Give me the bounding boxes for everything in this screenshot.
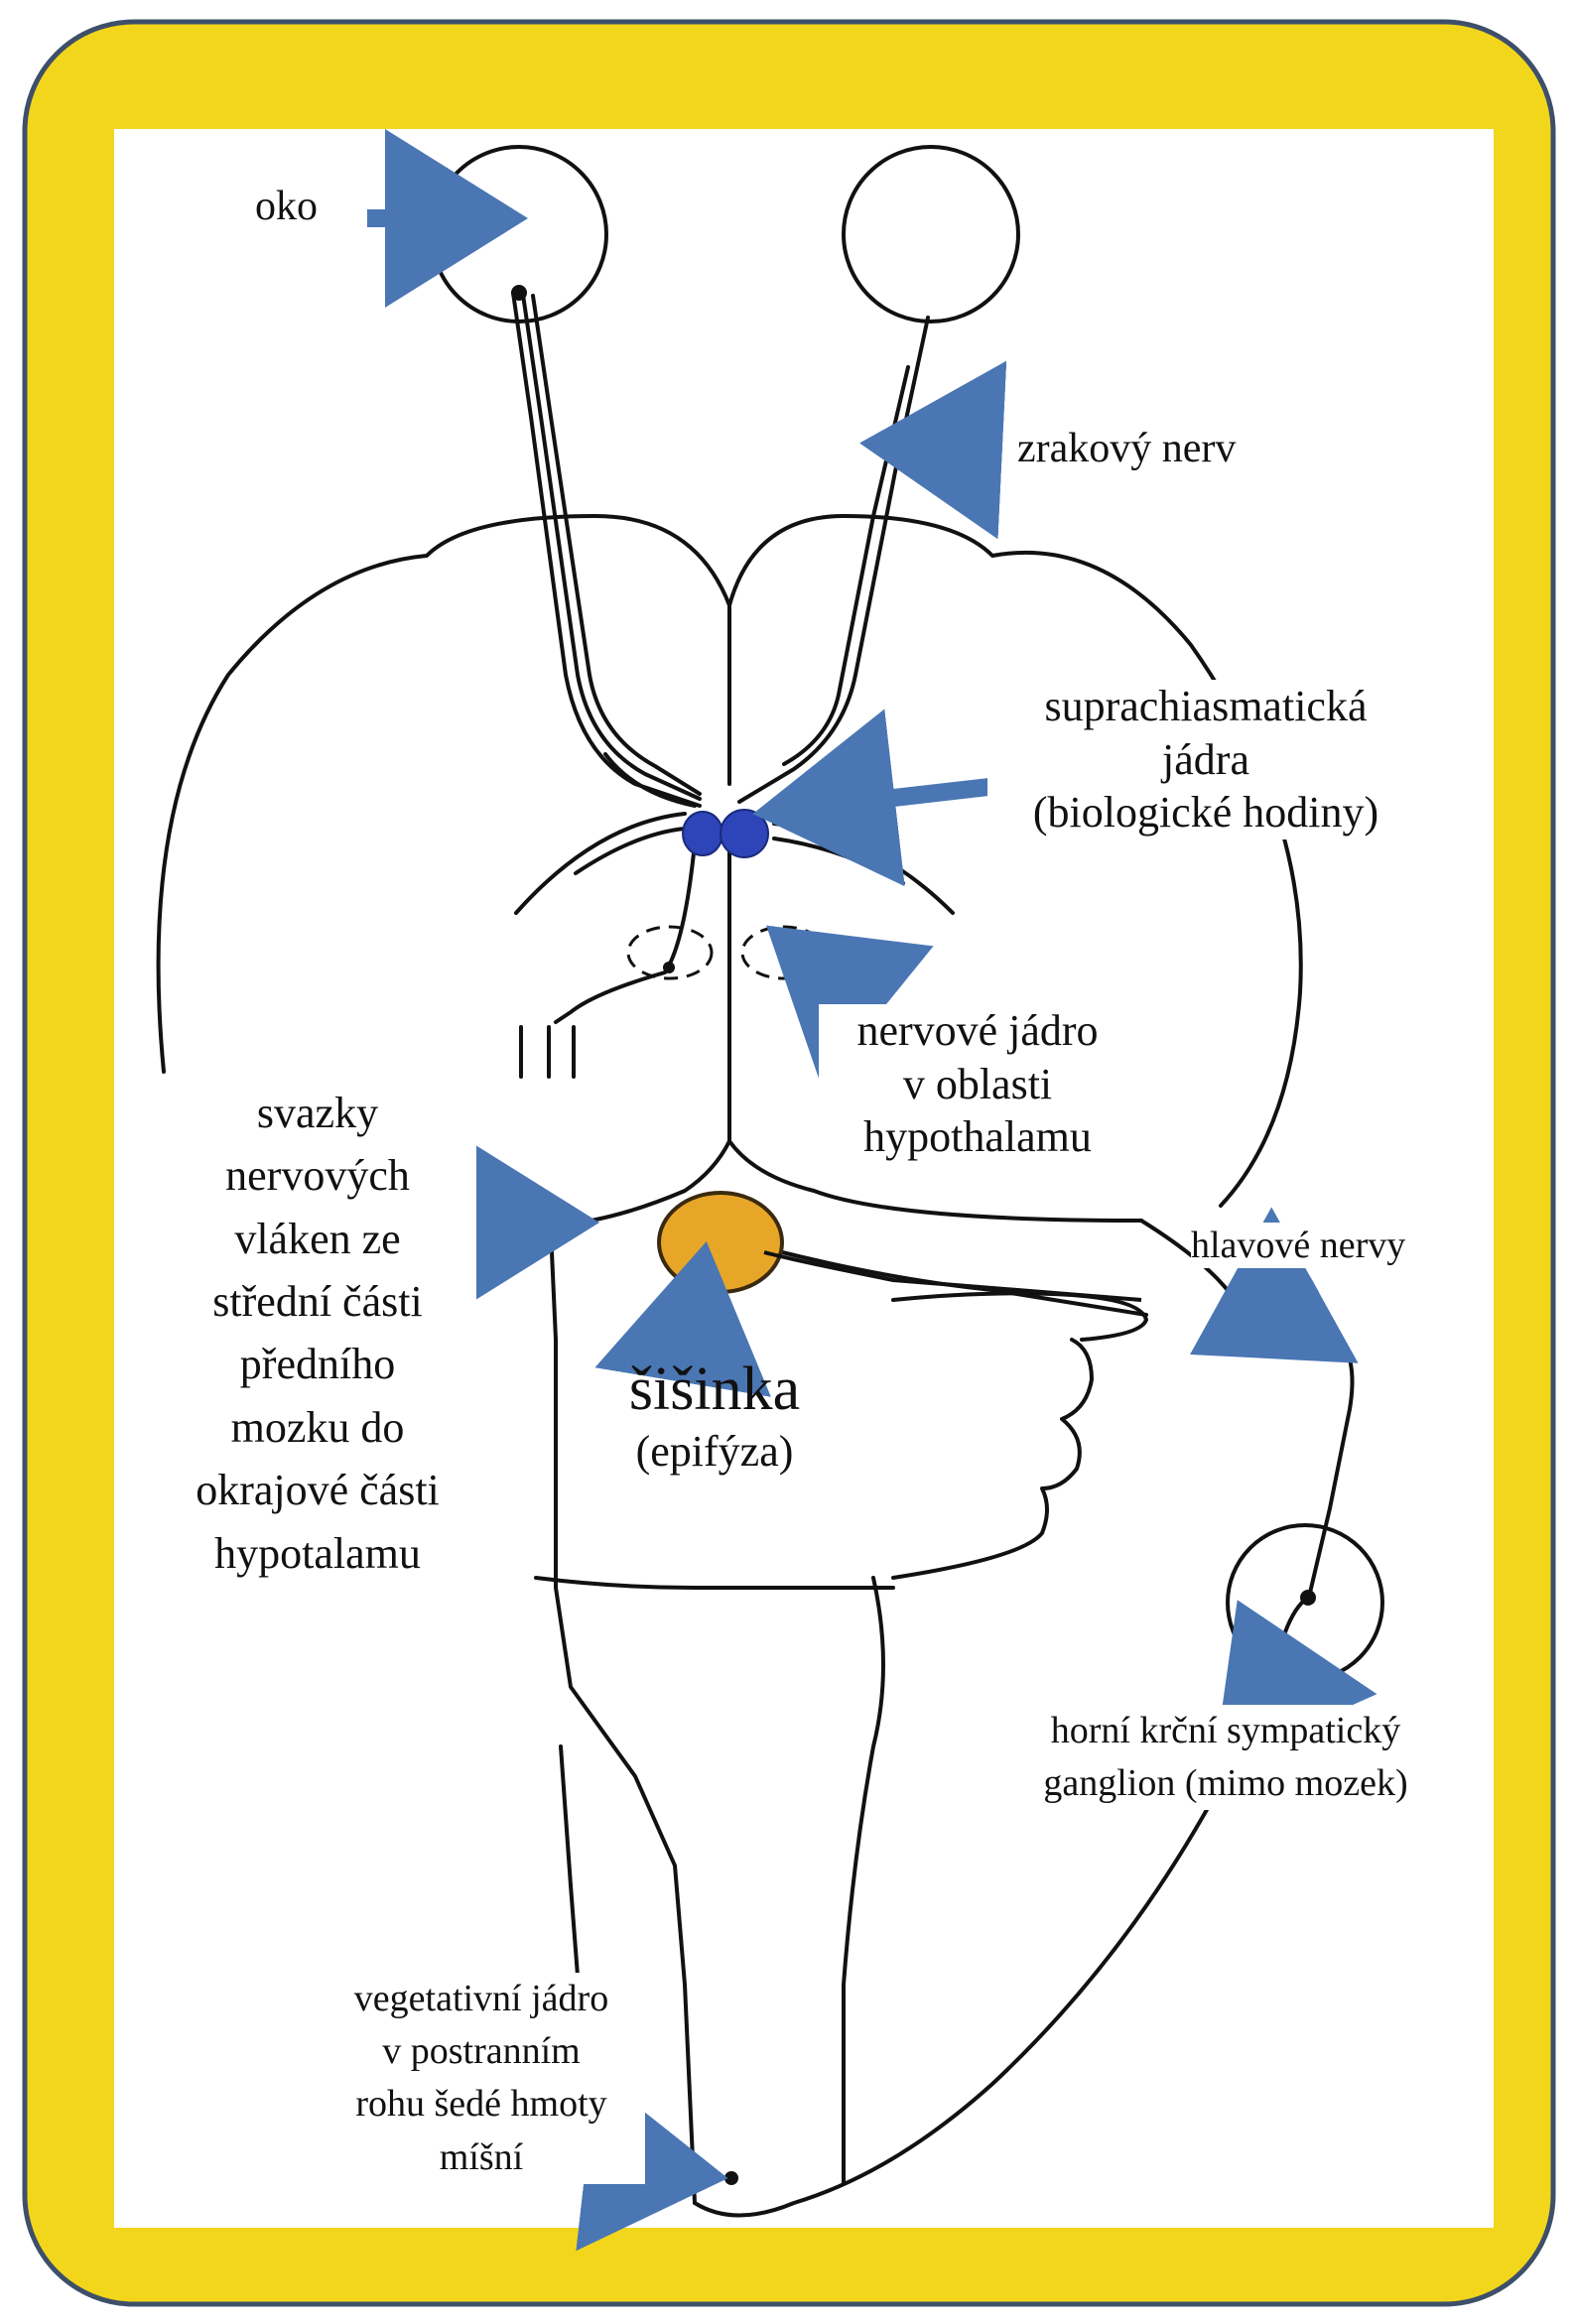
label-fiber-bundles-line3: vláken ze (159, 1208, 476, 1270)
arrow-ganglion (1266, 1665, 1278, 1692)
label-pineal: šišinka (epifýza) (595, 1355, 834, 1479)
scn-left (683, 812, 722, 855)
label-ganglion-line2: ganglion (mimo mozek) (997, 1757, 1454, 1810)
label-scn-line1: suprachiasmatická (987, 680, 1424, 733)
label-pineal-title: šišinka (595, 1355, 834, 1425)
label-fiber-bundles-line7: okrajové části (159, 1459, 476, 1521)
ganglion-neuron-dot (1300, 1590, 1316, 1606)
label-optic-nerve: zrakový nerv (1017, 424, 1236, 474)
label-hypothalamic-nucleus-line1: nervové jádro (819, 1004, 1136, 1058)
label-autonomic-nucleus-line4: míšní (318, 2131, 645, 2184)
label-fiber-bundles: svazky nervových vláken ze střední části… (159, 1082, 476, 1585)
label-hypothalamic-nucleus-line3: hypothalamu (819, 1110, 1136, 1164)
label-eye: oko (255, 182, 318, 232)
label-autonomic-nucleus: vegetativní jádro v postranním rohu šedé… (318, 1973, 645, 2184)
scn-right (721, 810, 768, 857)
label-cranial-nerves-text: hlavové nervy (1191, 1225, 1405, 1266)
label-scn-line2: jádra (987, 733, 1424, 787)
label-ganglion: horní krční sympatický ganglion (mimo mo… (997, 1705, 1454, 1810)
label-scn: suprachiasmatická jádra (biologické hodi… (987, 680, 1424, 839)
label-fiber-bundles-line1: svazky (159, 1082, 476, 1144)
label-autonomic-nucleus-line3: rohu šedé hmoty (318, 2078, 645, 2130)
label-fiber-bundles-line2: nervových (159, 1144, 476, 1207)
label-scn-line3: (biologické hodiny) (987, 786, 1424, 839)
label-autonomic-nucleus-line2: v postranním (318, 2025, 645, 2078)
label-optic-nerve-text: zrakový nerv (1017, 426, 1236, 471)
pineal-gland (659, 1193, 782, 1292)
label-fiber-bundles-line5: předního (159, 1333, 476, 1395)
eye-nerve-origin-dot (511, 285, 527, 301)
label-eye-text: oko (255, 184, 318, 229)
label-autonomic-nucleus-line1: vegetativní jádro (318, 1973, 645, 2025)
label-cranial-nerves: hlavové nervy (1191, 1223, 1405, 1268)
hypothalamic-nucleus-dot (663, 962, 675, 973)
arrow-pineal (690, 1312, 695, 1342)
label-pineal-subtitle: (epifýza) (595, 1425, 834, 1479)
spinal-nucleus-dot (724, 2171, 738, 2185)
label-hypothalamic-nucleus-line2: v oblasti (819, 1058, 1136, 1111)
label-fiber-bundles-line6: mozku do (159, 1396, 476, 1459)
label-fiber-bundles-line8: hypotalamu (159, 1522, 476, 1585)
label-fiber-bundles-line4: střední části (159, 1270, 476, 1333)
label-hypothalamic-nucleus: nervové jádro v oblasti hypothalamu (819, 1004, 1136, 1164)
label-ganglion-line1: horní krční sympatický (997, 1705, 1454, 1757)
arrow-optic-nerve (931, 447, 992, 450)
